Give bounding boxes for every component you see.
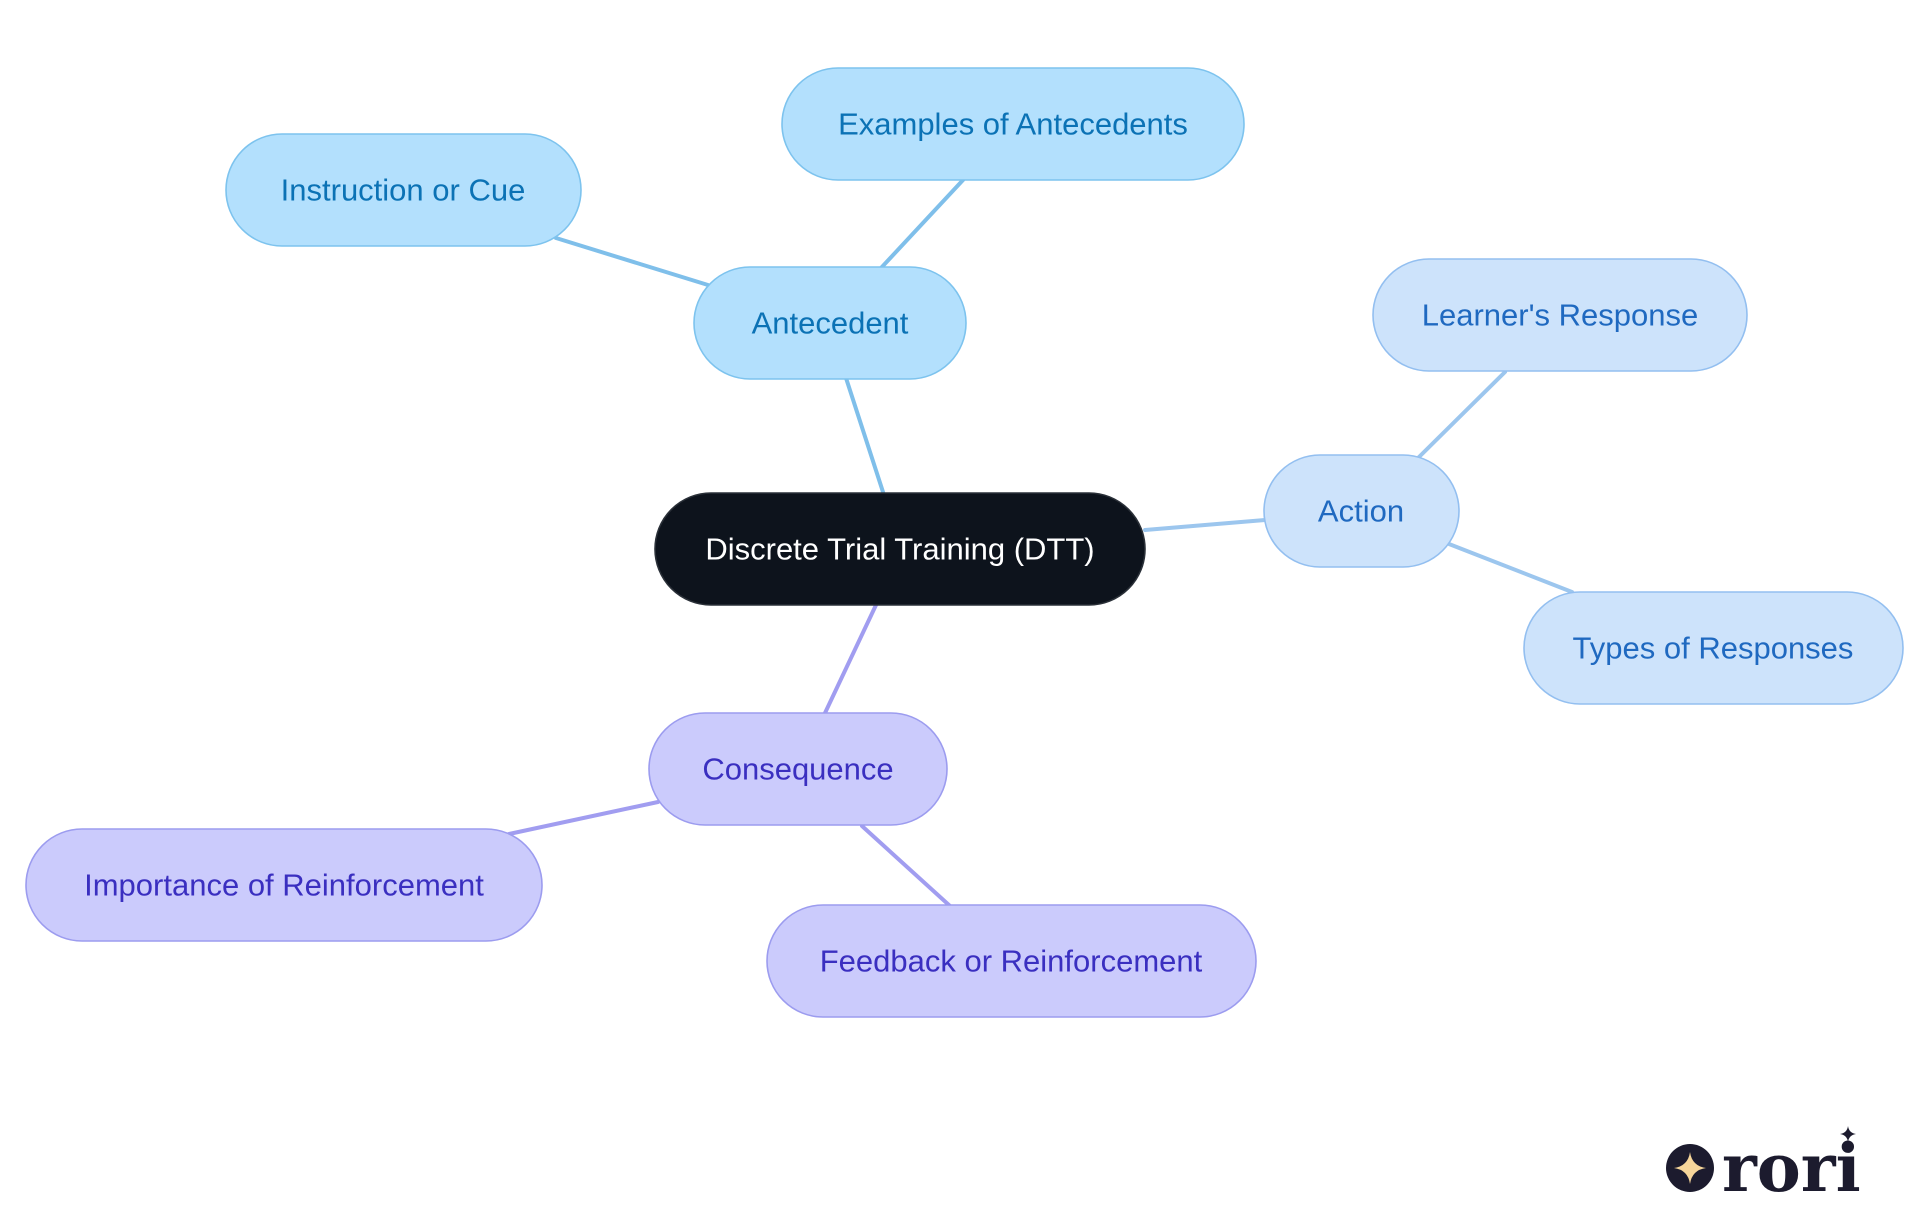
edge-consequence-feedback — [860, 824, 952, 908]
branch-node-consequence-label: Consequence — [702, 752, 893, 787]
root-node: Discrete Trial Training (DTT) — [654, 492, 1146, 606]
leaf-node-types-of-responses: Types of Responses — [1523, 591, 1904, 705]
leaf-node-examples-of-antecedents: Examples of Antecedents — [781, 67, 1245, 181]
mind-map-edges — [507, 178, 1574, 908]
branch-node-action-box — [1263, 454, 1460, 568]
leaf-node-importance-of-reinforcement: Importance of Reinforcement — [25, 828, 543, 942]
leaf-node-instruction-or-cue-label: Instruction or Cue — [281, 173, 526, 208]
branch-node-antecedent: Antecedent — [693, 266, 967, 380]
branch-node-consequence: Consequence — [648, 712, 948, 826]
edge-antecedent-examples — [879, 178, 965, 270]
branch-node-antecedent-label: Antecedent — [752, 306, 909, 341]
branch-node-consequence-box — [648, 712, 948, 826]
edge-consequence-importance — [507, 800, 660, 836]
leaf-node-learners-response: Learner's Response — [1372, 258, 1748, 372]
leaf-node-examples-of-antecedents-label: Examples of Antecedents — [838, 107, 1188, 142]
edge-root-antecedent — [844, 376, 885, 494]
branch-node-action-label: Action — [1318, 494, 1404, 529]
branch-node-antecedent-box — [693, 266, 967, 380]
leaf-node-types-of-responses-label: Types of Responses — [1573, 631, 1854, 666]
edge-action-learner — [1416, 370, 1507, 460]
leaf-node-instruction-or-cue: Instruction or Cue — [225, 133, 582, 247]
edge-antecedent-instruction — [554, 236, 710, 287]
rori-logo: rori — [1666, 1126, 1860, 1195]
leaf-node-importance-of-reinforcement-box — [25, 828, 543, 942]
leaf-node-feedback-or-reinforcement-label: Feedback or Reinforcement — [820, 944, 1203, 979]
leaf-node-learners-response-box — [1372, 258, 1748, 372]
edge-action-types — [1447, 542, 1574, 594]
logo-wordmark: rori — [1722, 1129, 1860, 1195]
root-node-box — [654, 492, 1146, 606]
leaf-node-feedback-or-reinforcement-box — [766, 904, 1257, 1018]
leaf-node-types-of-responses-box — [1523, 591, 1904, 705]
leaf-node-feedback-or-reinforcement: Feedback or Reinforcement — [766, 904, 1257, 1018]
root-node-label: Discrete Trial Training (DTT) — [705, 532, 1094, 567]
leaf-node-examples-of-antecedents-box — [781, 67, 1245, 181]
branch-node-action: Action — [1263, 454, 1460, 568]
leaf-node-instruction-or-cue-box — [225, 133, 582, 247]
leaf-node-importance-of-reinforcement-label: Importance of Reinforcement — [84, 868, 484, 903]
logo-sparkle-icon — [1840, 1126, 1856, 1142]
edge-root-consequence — [823, 603, 878, 715]
logo-star-icon — [1674, 1152, 1706, 1184]
edge-root-action — [1143, 518, 1267, 532]
leaf-node-learners-response-label: Learner's Response — [1422, 298, 1698, 333]
